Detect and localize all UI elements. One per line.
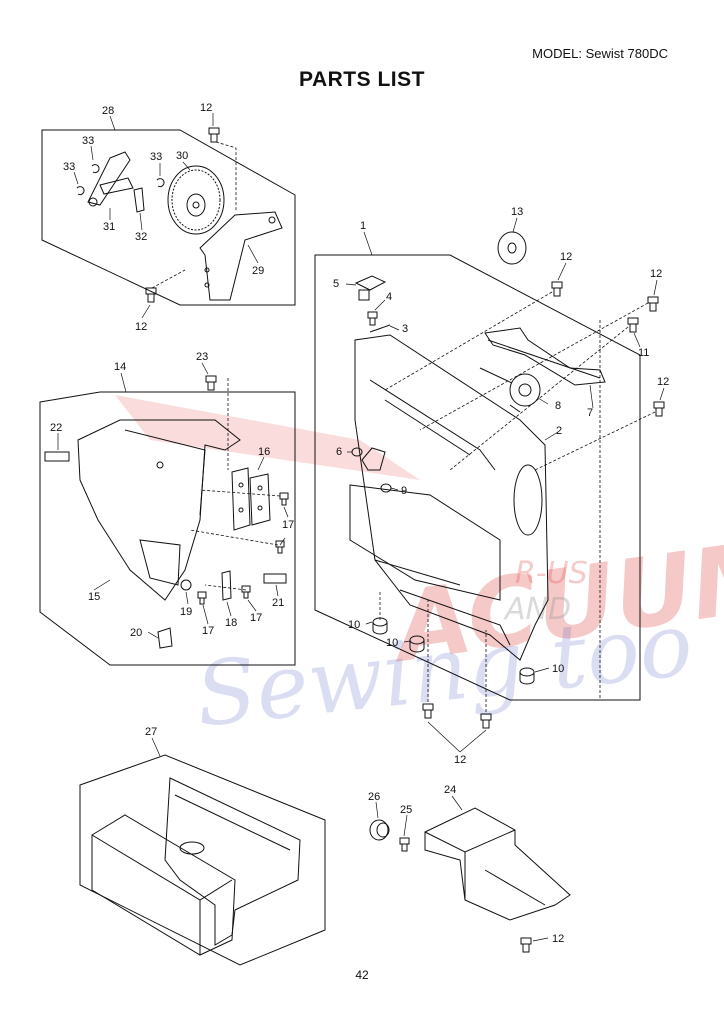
part-27-case: [91, 777, 301, 956]
part-3-pin: [369, 324, 391, 333]
callout-12: 12: [657, 376, 669, 388]
callout-32: 32: [135, 231, 147, 243]
callout-12: 12: [650, 268, 662, 280]
watermark-text-and: AND: [505, 592, 572, 627]
part-7-bracket: [484, 327, 606, 386]
callout-17: 17: [250, 612, 262, 624]
callout-19: 19: [180, 606, 192, 618]
part-24-tray: [424, 807, 571, 921]
page-title: PARTS LIST: [299, 68, 425, 91]
group-28-screws: [145, 127, 220, 303]
watermark-swoosh: [115, 395, 420, 480]
callout-16: 16: [258, 446, 270, 458]
callout-10: 10: [348, 619, 360, 631]
callout-30: 30: [176, 150, 188, 162]
callout-12: 12: [560, 251, 572, 263]
callout-1: 1: [360, 220, 366, 232]
callout-11: 11: [638, 347, 649, 359]
part-8-cam: [479, 367, 541, 413]
callout-26: 26: [368, 791, 380, 803]
part-18-latch: [221, 570, 232, 601]
callout-33: 33: [150, 151, 162, 163]
part-13-disc: [497, 231, 527, 265]
group-24-leaders: [375, 795, 549, 942]
callout-18: 18: [225, 617, 237, 629]
callout-15: 15: [88, 591, 100, 603]
face-cover-dashes: [189, 378, 281, 591]
callout-24: 24: [444, 784, 456, 796]
part-32-bracket: [133, 187, 145, 213]
face-cover-leaders: [57, 362, 289, 639]
callout-12: 12: [454, 754, 466, 766]
main-screws: [422, 281, 665, 729]
callout-20: 20: [130, 627, 142, 639]
callout-3: 3: [402, 323, 408, 335]
callout-27: 27: [145, 726, 157, 738]
group-28-box: [41, 129, 296, 306]
part-33-clips: [76, 164, 165, 196]
group-27-leaders: [151, 737, 161, 757]
callout-33: 33: [63, 161, 75, 173]
callout-22: 22: [50, 422, 62, 434]
part-20-clip: [157, 627, 173, 649]
part-26-grommet: [369, 819, 390, 841]
part-4-screw: [367, 311, 378, 326]
part-9-washer: [380, 483, 392, 493]
callout-9: 9: [401, 485, 407, 497]
callout-7: 7: [587, 407, 593, 419]
part-6-lever: [361, 447, 386, 471]
part-30-gear: [167, 165, 225, 235]
callout-31: 31: [103, 221, 115, 233]
part-10-feet: [372, 617, 535, 685]
callout-12: 12: [552, 933, 564, 945]
part-29-plate: [199, 211, 283, 301]
part-2-cover: [349, 334, 549, 661]
part-19-spring: [180, 579, 192, 591]
callout-8: 8: [555, 400, 561, 412]
main-leaders: [345, 217, 665, 753]
part-16-hinge: [231, 467, 271, 531]
callout-10: 10: [386, 637, 398, 649]
callout-21: 21: [272, 597, 284, 609]
callout-28: 28: [102, 105, 114, 117]
callout-14: 14: [114, 361, 126, 373]
callout-6: 6: [336, 446, 342, 458]
callout-17: 17: [282, 519, 294, 531]
callout-12: 12: [135, 321, 147, 333]
part-22-strip: [44, 451, 70, 462]
callout-33: 33: [82, 135, 94, 147]
callout-5: 5: [333, 278, 339, 290]
face-cover-box: [39, 391, 296, 666]
callout-13: 13: [511, 206, 523, 218]
part-24-screw: [520, 937, 532, 953]
part-15-face-cover: [77, 419, 241, 601]
callout-12: 12: [200, 102, 212, 114]
group-28-dashes: [151, 141, 237, 289]
callout-2: 2: [556, 425, 562, 437]
part-21-pad: [263, 573, 287, 584]
group-28-leaders: [73, 113, 259, 319]
part-25-screw: [399, 837, 410, 852]
callout-4: 4: [386, 291, 392, 303]
part-31-lever: [87, 151, 134, 207]
model-label: MODEL: Sewist 780DC: [532, 46, 668, 61]
callout-10: 10: [552, 663, 564, 675]
callout-29: 29: [252, 265, 264, 277]
part-23-screw: [205, 375, 217, 391]
watermark-text-rus: R-US: [515, 556, 588, 591]
callout-25: 25: [400, 804, 412, 816]
main-dashes: [379, 291, 656, 712]
page-number: 42: [355, 968, 369, 982]
callout-23: 23: [196, 351, 208, 363]
main-frame-box: [314, 254, 641, 701]
part-5-knob: [354, 275, 387, 301]
group-27-box: [79, 754, 326, 966]
callout-17: 17: [202, 625, 214, 637]
